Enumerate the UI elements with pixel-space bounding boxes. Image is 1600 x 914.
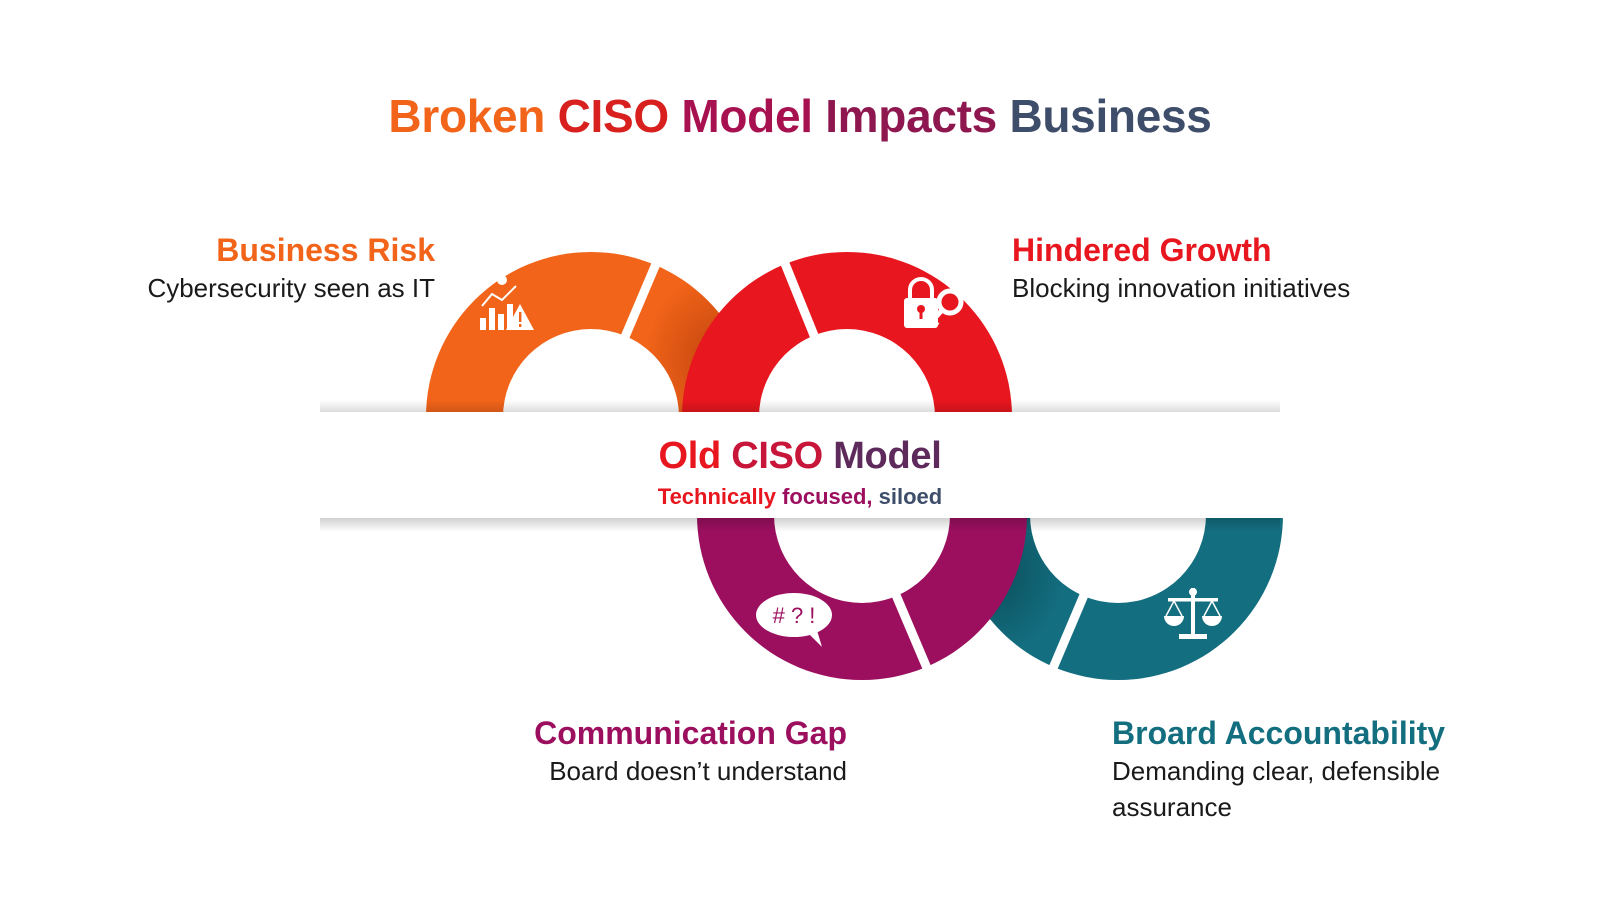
segment-gap — [891, 592, 932, 671]
center-subtitle-word: siloed — [878, 484, 943, 509]
bubble-body — [756, 593, 832, 637]
center-title: Old CISO Model — [0, 432, 1600, 480]
segment-gap — [620, 261, 661, 340]
chart-bar — [498, 314, 504, 330]
segment-gap — [1048, 592, 1089, 671]
business-risk-heading: Business Risk — [216, 232, 435, 268]
scales-icon — [1164, 588, 1222, 639]
communication-gap-description: Board doesn’t understand — [549, 756, 847, 786]
scales-base — [1179, 634, 1207, 639]
center-subtitle-word: Technically — [657, 484, 783, 509]
business-risk-description: Cybersecurity seen as IT — [147, 273, 435, 303]
title-word: Broken — [388, 90, 558, 142]
keyhole-slot — [919, 311, 923, 319]
key-shaft — [926, 308, 944, 328]
lock-shackle — [908, 277, 934, 298]
segment-gap — [780, 260, 819, 339]
lock-key-icon — [904, 277, 964, 328]
key-ring — [936, 288, 964, 316]
center-label: Old CISO Model Technically focused, silo… — [0, 432, 1600, 512]
communication-gap-heading: Communication Gap — [534, 715, 847, 751]
chart-bar — [489, 308, 495, 330]
keyhole — [917, 305, 925, 313]
center-title-word: CISO — [731, 435, 834, 477]
trend-line — [481, 285, 517, 307]
warning-mark — [519, 312, 522, 322]
scales-left-pan — [1164, 616, 1184, 626]
warning-dot — [519, 324, 522, 327]
title-word: CISO — [557, 90, 682, 142]
hindered-growth-arc — [682, 252, 1012, 417]
speech-bubble-icon: # ? ! — [756, 593, 832, 647]
board-accountability-description-line: assurance — [1112, 792, 1232, 822]
coin — [497, 275, 507, 285]
chart-warning-icon — [480, 275, 534, 330]
chart-bar — [507, 304, 513, 330]
bubble-tail — [806, 627, 822, 647]
scales-beam — [1168, 598, 1218, 602]
communication-gap-arc — [697, 515, 1027, 680]
title-word: Impacts — [825, 90, 1010, 142]
label-hindered-growth: Hindered Growth Blocking innovation init… — [1012, 230, 1350, 306]
scales-right-strings — [1203, 599, 1221, 617]
center-subtitle-word: focused, — [782, 484, 879, 509]
chart-bar — [480, 318, 486, 330]
bubble-text: # ? ! — [773, 603, 816, 628]
board-accountability-description-line: Demanding clear, defensible — [1112, 756, 1441, 786]
page-title: Broken CISO Model Impacts Business — [0, 86, 1600, 146]
board-accountability-heading: Broard Accountability — [1112, 715, 1446, 751]
label-communication-gap: Communication Gap Board doesn’t understa… — [534, 713, 847, 789]
key-tooth — [931, 318, 940, 327]
label-business-risk: Business Risk Cybersecurity seen as IT — [147, 230, 435, 306]
title-word: Business — [1009, 90, 1212, 142]
center-title-word: Model — [833, 435, 942, 477]
hindered-growth-description: Blocking innovation initiatives — [1012, 273, 1351, 303]
label-board-accountability: Broard Accountability Demanding clear, d… — [1112, 713, 1532, 825]
center-subtitle: Technically focused, siloed — [0, 482, 1600, 512]
title-word: Model — [681, 90, 826, 142]
scales-right-pan — [1202, 616, 1222, 626]
scales-left-strings — [1165, 599, 1183, 617]
scales-top — [1189, 588, 1197, 596]
hindered-growth-heading: Hindered Growth — [1012, 232, 1272, 268]
scales-pillar — [1191, 588, 1195, 634]
center-title-word: Old — [658, 435, 732, 477]
